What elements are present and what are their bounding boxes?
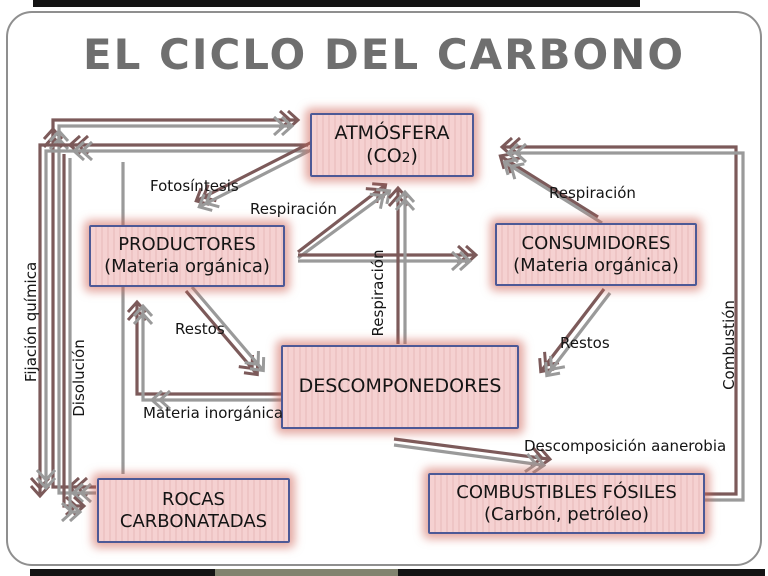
label-respiracion-right: Respiración: [549, 184, 636, 202]
combustibles-sublabel: (Carbón, petróleo): [484, 503, 649, 525]
consumidores-label: CONSUMIDORES: [521, 232, 671, 254]
descomponedores-label: DESCOMPONEDORES: [298, 375, 502, 398]
label-disolucion: Disolución: [70, 339, 88, 417]
box-productores: PRODUCTORES (Materia orgánica): [89, 225, 285, 287]
arrow-productores-consumidores: [298, 244, 479, 272]
atmosfera-label: ATMÓSFERA: [334, 121, 450, 144]
arrow-materia-inorganica: [126, 299, 281, 411]
label-descomposicion-anaerobia: Descomposición aanerobia: [524, 437, 727, 455]
consumidores-sublabel: (Materia orgánica): [513, 254, 679, 276]
arrow-combustion: [499, 136, 745, 502]
box-rocas-carbonatadas: ROCAS CARBONATADAS: [97, 478, 290, 543]
label-respiracion-left: Respiración: [250, 200, 337, 218]
co2-subscript: 2: [401, 150, 411, 166]
arrow-respiracion-descomponedores: [387, 185, 416, 344]
productores-label: PRODUCTORES: [118, 234, 256, 256]
arrow-restos-productores: [184, 285, 266, 377]
arrow-respiracion-consumidores: [498, 152, 603, 225]
arrow-disolucion: [60, 154, 125, 523]
box-consumidores: CONSUMIDORES (Materia orgánica): [495, 223, 697, 286]
atmosfera-co2-label: (CO2): [366, 145, 418, 168]
arrow-fijacion-quimica: [29, 134, 308, 499]
rocas-sublabel: CARBONATADAS: [119, 510, 268, 532]
rocas-label: ROCAS: [162, 488, 225, 510]
arrow-restos-consumidores: [538, 288, 612, 378]
co2-prefix: (CO: [366, 145, 402, 167]
arrow-rocas-to-atmosfera: [42, 109, 301, 504]
label-restos-left: Restos: [175, 320, 225, 338]
bottom-edge-segment: [215, 569, 398, 576]
productores-sublabel: (Materia orgánica): [104, 256, 270, 277]
box-descomponedores: DESCOMPONEDORES: [281, 345, 519, 429]
box-combustibles-fosiles: COMBUSTIBLES FÓSILES (Carbón, petróleo): [428, 473, 705, 534]
page-title: EL CICLO DEL CARBONO: [82, 30, 686, 79]
arrow-descomposicion-anaerobia: [393, 437, 553, 475]
arrow-fotosintesis: [194, 140, 316, 212]
box-atmosfera: ATMÓSFERA (CO2): [310, 113, 474, 177]
combustibles-label: COMBUSTIBLES FÓSILES: [456, 481, 677, 503]
label-respiracion-vertical: Respiración: [369, 249, 387, 337]
label-fotosintesis: Fotosíntesis: [150, 177, 239, 195]
label-combustion: Combustión: [720, 300, 738, 390]
label-restos-right: Restos: [560, 334, 610, 352]
label-fijacion-quimica: Fijación química: [22, 261, 40, 383]
co2-suffix: ): [410, 145, 418, 167]
arrow-respiracion-productores: [297, 182, 392, 260]
label-materia-inorganica: Materia inorgánica: [143, 404, 284, 422]
top-edge-bar: [33, 0, 640, 7]
